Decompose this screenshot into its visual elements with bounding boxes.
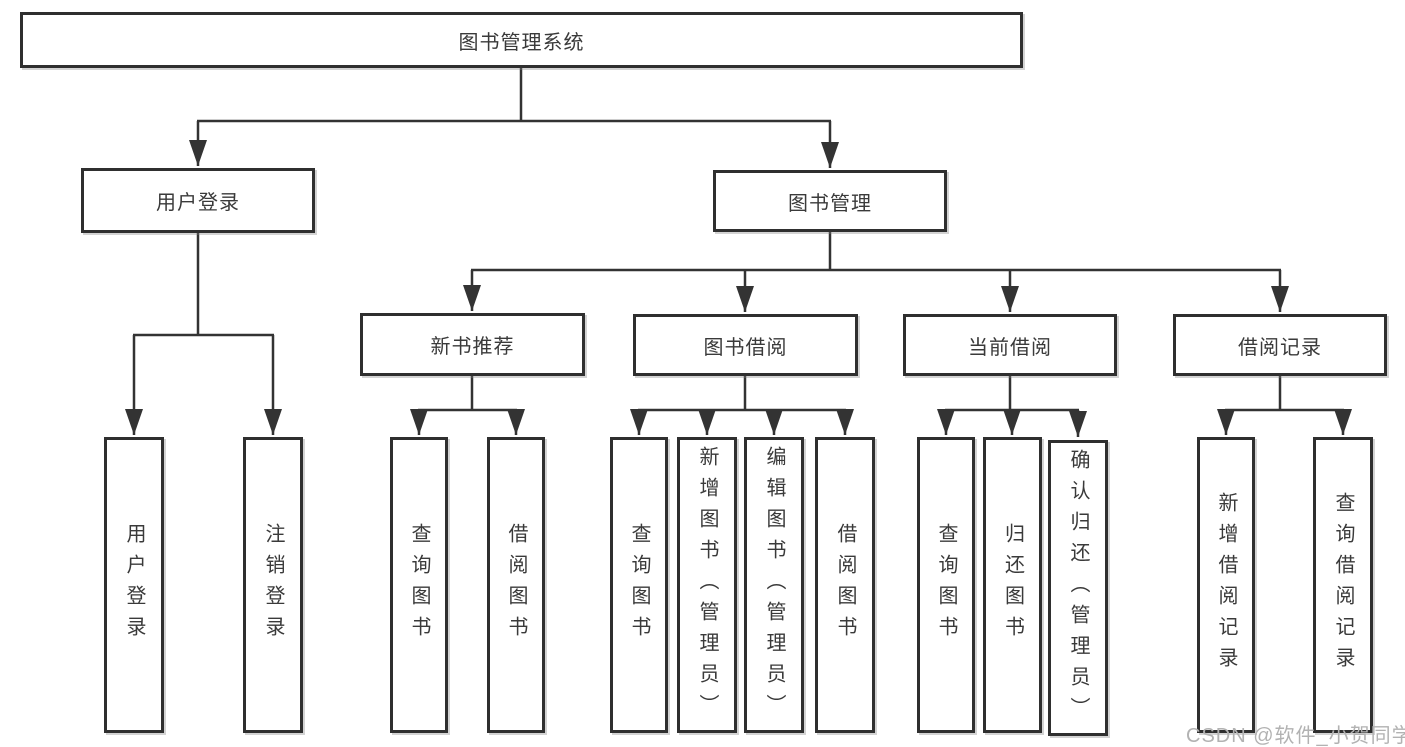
leaf-label: 编辑图书（管理员） [763, 445, 785, 725]
node-label: 图书管理系统 [458, 31, 585, 54]
node-book-borrowing: 图书借阅 [633, 314, 858, 376]
leaf-borrow-books-recommend: 借阅图书 [487, 437, 545, 733]
leaf-label: 查询图书 [628, 523, 650, 647]
leaf-borrow-books-borrowing: 借阅图书 [815, 437, 875, 733]
leaf-label: 查询图书 [408, 523, 430, 647]
leaf-add-borrow-record: 新增借阅记录 [1197, 437, 1255, 733]
leaf-logout: 注销登录 [243, 437, 303, 733]
node-current-borrowing: 当前借阅 [903, 314, 1117, 376]
node-label: 当前借阅 [968, 336, 1052, 359]
node-label: 新书推荐 [430, 336, 515, 358]
node-root-library-system: 图书管理系统 [20, 12, 1023, 68]
leaf-label: 用户登录 [123, 523, 145, 647]
node-user-login: 用户登录 [81, 168, 315, 233]
leaf-return-book: 归还图书 [983, 437, 1042, 733]
node-book-management: 图书管理 [713, 170, 947, 232]
leaf-label: 归还图书 [1001, 523, 1024, 647]
leaf-query-books-current: 查询图书 [917, 437, 975, 733]
leaf-label: 新增图书（管理员） [696, 445, 718, 725]
leaf-edit-book-admin: 编辑图书（管理员） [744, 437, 804, 733]
leaf-label: 查询图书 [935, 523, 957, 647]
node-label: 借阅记录 [1238, 336, 1322, 359]
leaf-label: 借阅图书 [505, 523, 527, 647]
leaf-label: 查询借阅记录 [1332, 492, 1354, 678]
node-label: 图书借阅 [703, 336, 788, 359]
leaf-user-login: 用户登录 [104, 437, 164, 733]
node-label: 图书管理 [788, 192, 872, 215]
leaf-query-borrow-record: 查询借阅记录 [1313, 437, 1373, 733]
node-label: 用户登录 [156, 192, 240, 214]
csdn-watermark: CSDN @软件_小贺同学 [1186, 725, 1405, 747]
leaf-label: 借阅图书 [834, 523, 856, 647]
leaf-query-books-recommend: 查询图书 [390, 437, 448, 733]
leaf-confirm-return-admin: 确认归还（管理员） [1048, 440, 1108, 736]
leaf-label: 确认归还（管理员） [1067, 448, 1089, 728]
node-borrowing-records: 借阅记录 [1173, 314, 1387, 376]
leaf-add-book-admin: 新增图书（管理员） [677, 437, 737, 733]
node-new-book-recommend: 新书推荐 [360, 313, 585, 376]
leaf-label: 新增借阅记录 [1215, 492, 1237, 678]
leaf-query-books-borrowing: 查询图书 [610, 437, 668, 733]
leaf-label: 注销登录 [262, 523, 284, 647]
